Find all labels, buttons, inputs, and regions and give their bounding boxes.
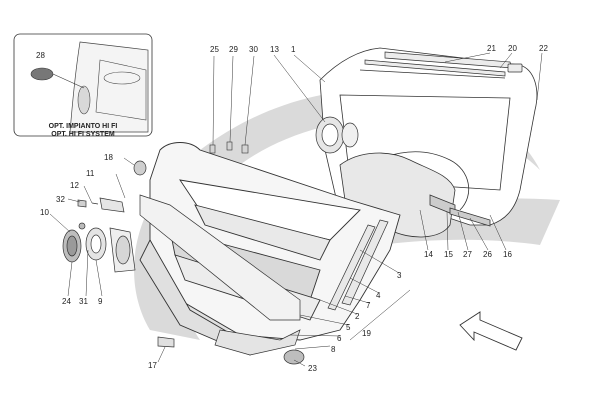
callout-26: 26	[483, 250, 492, 259]
callout-13: 13	[270, 45, 279, 54]
callout-11: 11	[86, 169, 95, 178]
hifi-inset-box: 28	[13, 33, 153, 137]
window-seal-strips	[364, 51, 523, 77]
callout-1: 1	[291, 45, 296, 54]
callout-6: 6	[337, 334, 342, 343]
callout-5: 5	[346, 323, 351, 332]
callout-17: 17	[148, 361, 157, 370]
vertical-trim-pieces	[327, 219, 389, 311]
callout-24: 24	[62, 297, 71, 306]
callout-12: 12	[70, 181, 79, 190]
frame-speaker	[315, 116, 359, 154]
callout-21: 21	[487, 44, 496, 53]
callout-30: 30	[249, 45, 258, 54]
callout-8: 8	[331, 345, 336, 354]
callout-25: 25	[210, 45, 219, 54]
callout-32: 32	[56, 195, 65, 204]
callout-31: 31	[79, 297, 88, 306]
leader-lines	[49, 52, 543, 367]
callout-15: 15	[444, 250, 453, 259]
callout-labels: 25 29 30 13 1 21 20 22 18 11 12 32 10 24…	[40, 44, 548, 373]
armrest-strip	[139, 194, 301, 321]
callout-20: 20	[508, 44, 517, 53]
top-clips	[209, 141, 249, 154]
callout-16: 16	[503, 250, 512, 259]
inset-caption-english: OPT. HI FI SYSTEM	[51, 131, 115, 138]
callout-9: 9	[98, 297, 103, 306]
callout-10: 10	[40, 208, 49, 217]
callout-18: 18	[104, 153, 113, 162]
callout-14: 14	[424, 250, 433, 259]
inset-callout-28: 28	[36, 51, 45, 60]
callout-4: 4	[376, 291, 381, 300]
direction-arrow	[459, 311, 523, 351]
callout-19: 19	[362, 329, 371, 338]
callout-29: 29	[229, 45, 238, 54]
callout-23: 23	[308, 364, 317, 373]
callout-27: 27	[463, 250, 472, 259]
door-pull-pocket	[214, 329, 301, 356]
callout-2: 2	[355, 312, 360, 321]
callout-22: 22	[539, 44, 548, 53]
inset-caption-italian: OPT. IMPIANTO HI FI	[48, 123, 118, 130]
door-seal	[339, 152, 491, 238]
callout-7: 7	[366, 301, 371, 310]
callout-3: 3	[397, 271, 402, 280]
small-parts-left	[62, 160, 305, 365]
